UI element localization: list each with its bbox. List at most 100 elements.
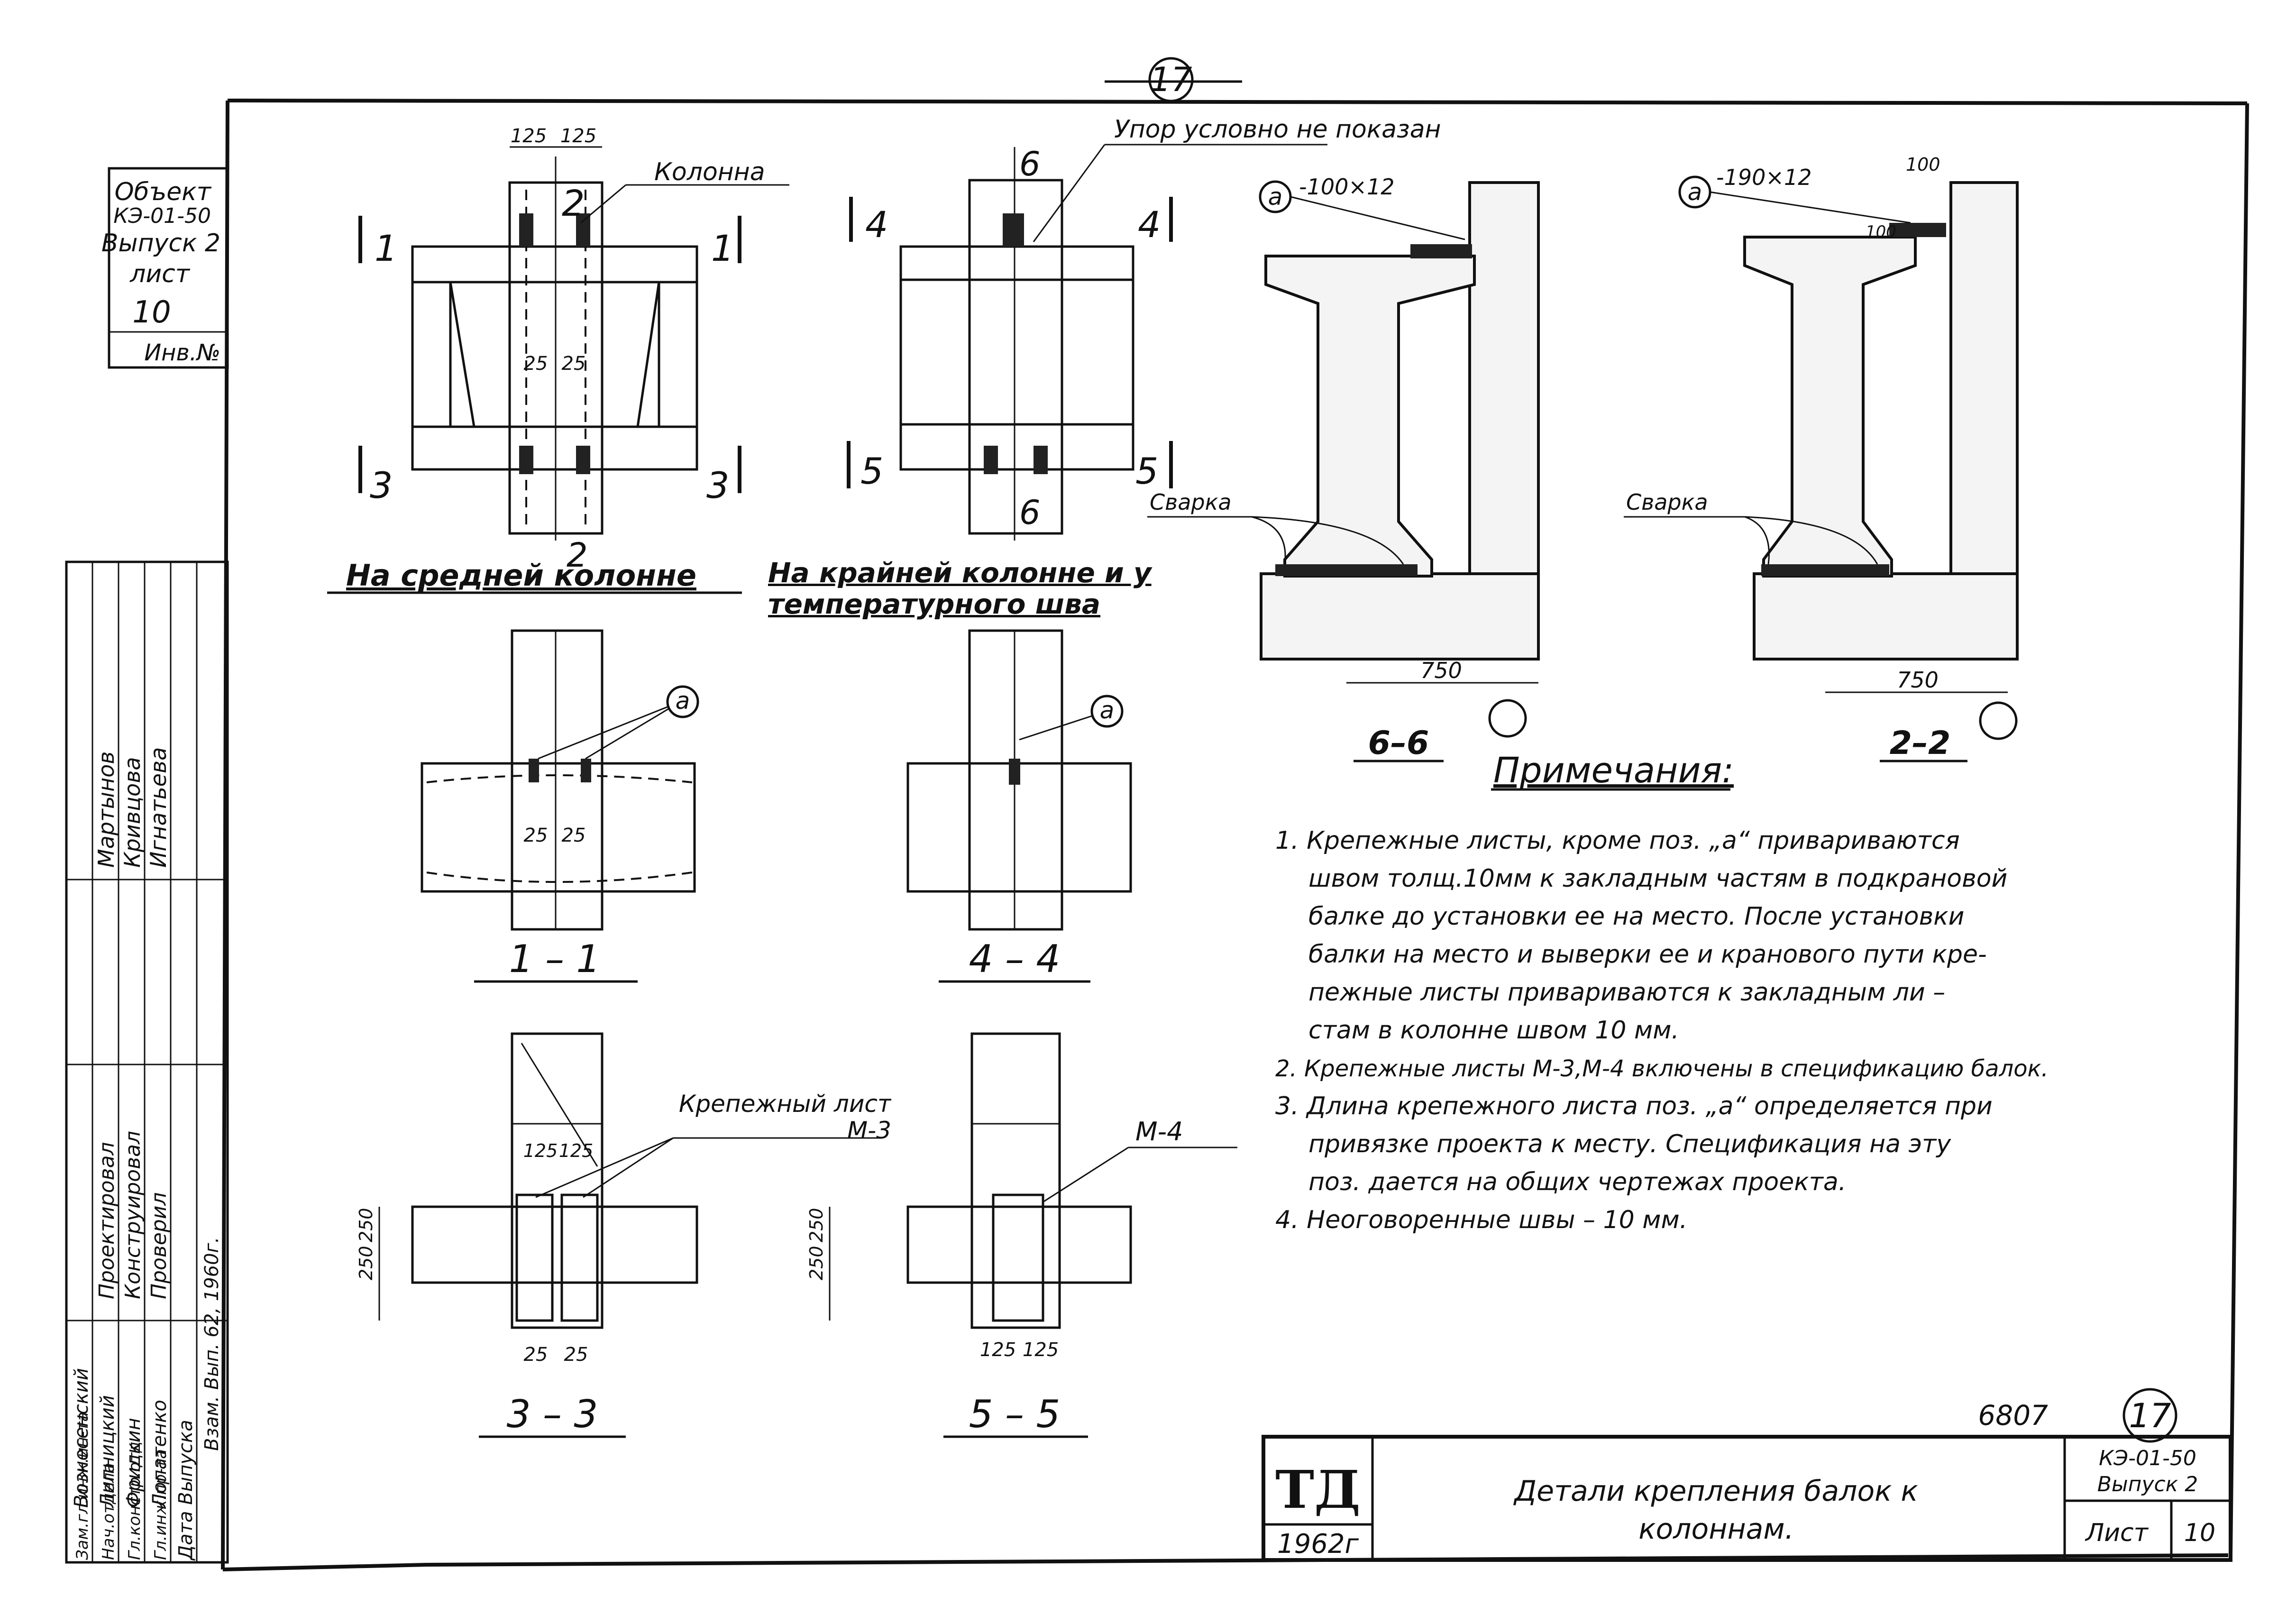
weld-label-1: Сварка: [1150, 489, 1232, 515]
note-line-10: поз. дается на общих чертежах проекта.: [1308, 1168, 1846, 1196]
dim-25-f: 25: [564, 1344, 588, 1366]
dim-750-a: 750: [1420, 658, 1462, 683]
dim-125-f: 125: [1023, 1339, 1059, 1361]
sig-position-1: Зам.гл.инж.ин-та: [73, 1412, 92, 1560]
dim-125-c: 125: [523, 1140, 558, 1161]
column-label: Колонна: [654, 158, 765, 186]
cut-3-right: 3: [706, 464, 729, 506]
dim-250-c: 250: [806, 1246, 827, 1280]
sig-position-3: Гл.констр.отд.: [125, 1436, 144, 1560]
dim-250-b: 250: [356, 1208, 376, 1242]
dim-25-e: 25: [524, 1344, 548, 1366]
title-series: КЭ-01-50: [2099, 1446, 2196, 1470]
side-series: КЭ-01-50: [113, 204, 211, 228]
title-block: ТД 1962г Детали крепления балок к колонн…: [1262, 1435, 2232, 1562]
plate-a2: -190×12: [1716, 165, 1811, 190]
sig-role-1: Проектировал: [95, 1142, 119, 1299]
note-line-9: привязке проекта к месту. Спецификация н…: [1308, 1130, 1951, 1158]
stamp-number: 17: [2129, 1396, 2171, 1435]
notes-block: Примечания: 1. Крепежные листы, кроме по…: [1275, 750, 2049, 1234]
notes-title: Примечания:: [1493, 750, 1734, 791]
cut-5-right: 5: [1135, 450, 1158, 492]
note-line-4: балки на место и выверки ее и кранового …: [1308, 940, 1987, 969]
dim-125-b: 125: [560, 125, 596, 147]
dim-25-a: 25: [524, 353, 548, 375]
cut-4-left: 4: [865, 203, 888, 246]
cut-3-left: 3: [370, 464, 393, 506]
stamp-circle: 17: [2122, 1388, 2177, 1443]
side-inv-label: Инв.№: [144, 339, 220, 366]
pos-a-2: а: [1100, 697, 1115, 724]
cut-1-right: 1: [711, 227, 734, 269]
sig-name-3: Игнатьева: [146, 747, 171, 868]
cut-1-left: 1: [375, 227, 397, 269]
dim-25-c: 25: [524, 825, 548, 846]
section-2-2-title: 2–2: [1890, 725, 1951, 762]
middle-column-title: На средней колонне: [346, 558, 696, 593]
edge-column-title: На крайней колонне и у температурного шв…: [768, 557, 1152, 620]
doc-number: 6807: [1978, 1399, 2048, 1431]
note-line-6: стам в колонне швом 10 мм.: [1308, 1016, 1679, 1045]
title-line-1: Детали крепления балок к: [1513, 1475, 1918, 1508]
note-line-1: 1. Крепежные листы, кроме поз. „а“ прива…: [1275, 826, 1960, 855]
sig-role-2: Конструировал: [121, 1131, 145, 1299]
sig-person-1: Вознесенский: [71, 1368, 92, 1508]
note-line-11: 4. Неоговоренные швы – 10 мм.: [1275, 1206, 1687, 1234]
section-4-4: а 4 – 4: [906, 629, 1132, 983]
cut-6-bottom: 6: [1019, 493, 1041, 532]
view-middle-column: 125 125 1 1 3 3 2 2 25 25: [327, 125, 789, 594]
dim-250-d: 250: [806, 1208, 827, 1242]
dim-125-a: 125: [511, 125, 547, 147]
section-6-6: а -100×12 Сварка 750 6–6: [1147, 174, 1540, 762]
title-org: ТД: [1275, 1459, 1361, 1520]
section-5-5: 250 250 125 125 М-4 5 – 5: [806, 1032, 1237, 1438]
title-issue: Выпуск 2: [2097, 1472, 2198, 1496]
title-sheet-label: Лист: [2085, 1519, 2149, 1547]
side-issue: Выпуск 2: [101, 229, 220, 257]
pos-a-1: а: [676, 687, 690, 715]
cut-6-top: 6: [1019, 145, 1041, 184]
pos-a-4: а: [1688, 178, 1702, 206]
side-sheet-no: 10: [132, 295, 171, 330]
cut-2-bottom: 2: [567, 536, 588, 575]
section-1-1: 25 25 а 1 – 1: [421, 629, 699, 983]
sig-position-4: Гл.инж.пр-та: [151, 1449, 170, 1560]
side-object-label: Объект: [115, 178, 212, 206]
title-sheet-no: 10: [2184, 1519, 2215, 1547]
dim-125-e: 125: [980, 1339, 1016, 1361]
view-edge-column: 6 6 4 4 5 5 Упор условно не показан На к…: [768, 115, 1441, 620]
dim-125-d: 125: [559, 1140, 594, 1161]
section-3-3: 125 125 250 250 25 25 Крепежный лист М-3…: [356, 1032, 891, 1438]
note-line-7: 2. Крепежные листы М-3,М-4 включены в сп…: [1275, 1055, 2049, 1082]
pos-a-3: а: [1268, 183, 1283, 211]
note-line-8: 3. Длина крепежного листа поз. „а“ опред…: [1275, 1092, 1993, 1120]
dim-25-b: 25: [562, 353, 586, 375]
note-line-3: балке до установки ее на место. После ус…: [1308, 902, 1964, 931]
side-sheet-label: лист: [129, 260, 191, 288]
cut-4-right: 4: [1138, 203, 1161, 246]
section-2-2: а -190×12 100 100 Сварка 750 2–2: [1624, 154, 2019, 762]
weld-label-2: Сварка: [1626, 489, 1708, 515]
section-1-1-title: 1 – 1: [509, 937, 601, 981]
side-stamp: Объект КЭ-01-50 Выпуск 2 лист 10 Инв.№: [101, 167, 229, 369]
sig-name-1: Мартынов: [93, 751, 119, 868]
signature-table: Мартынов Кривцова Игнатьева Проектировал…: [65, 560, 229, 1564]
note-line-2: швом толщ.10мм к закладным частям в подк…: [1308, 864, 2007, 893]
dim-25-d: 25: [562, 825, 586, 846]
section-3-3-title: 3 – 3: [507, 1392, 598, 1436]
section-6-6-title: 6–6: [1368, 725, 1429, 762]
dim-100-a: 100: [1906, 154, 1940, 175]
sig-person-2: Липницкий: [97, 1395, 119, 1509]
sig-note: Взам. Вып. 62, 1960г.: [201, 1237, 223, 1451]
sig-role-3: Проверил: [147, 1192, 171, 1299]
dim-750-b: 750: [1897, 667, 1939, 693]
page-number: 17: [1150, 60, 1192, 99]
note-line-5: пежные листы привариваются к закладным л…: [1308, 978, 1945, 1007]
page-number-mark: 17: [1105, 57, 1242, 102]
cut-5-left: 5: [860, 450, 883, 492]
section-4-4-title: 4 – 4: [969, 937, 1061, 981]
dim-250-a: 250: [356, 1246, 376, 1280]
title-line-2: колоннам.: [1638, 1513, 1794, 1546]
title-year: 1962г: [1277, 1529, 1359, 1560]
